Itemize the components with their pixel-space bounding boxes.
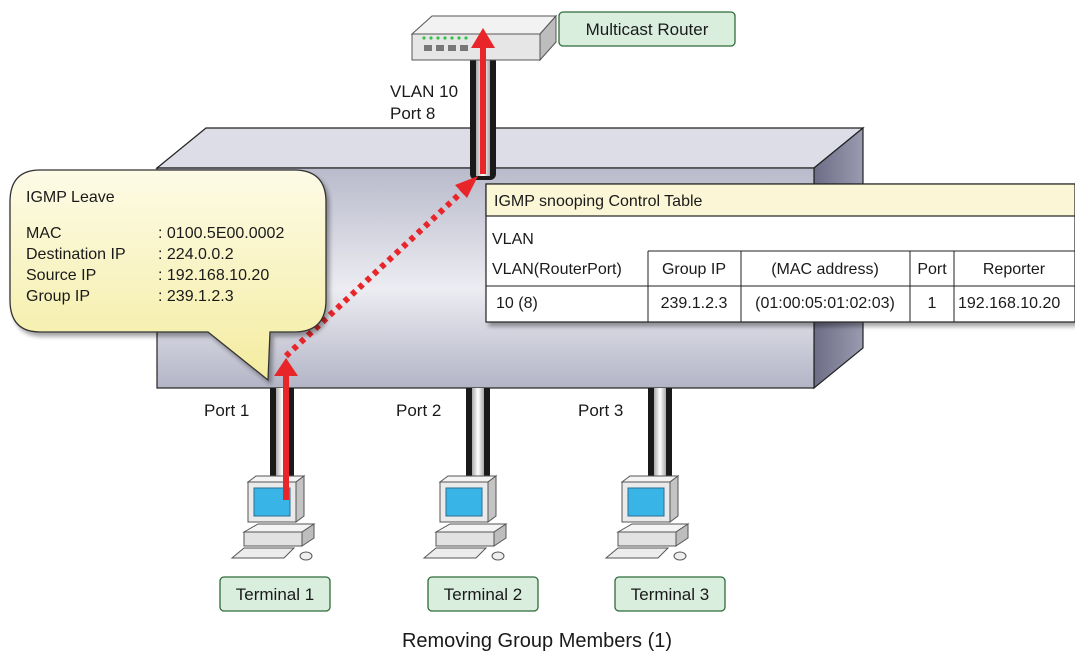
cell-group-ip: 239.1.2.3 — [661, 295, 728, 312]
terminal-3-computer-icon — [604, 475, 690, 561]
figure-caption: Removing Group Members (1) — [402, 630, 672, 652]
arrow-head-router-icon — [471, 28, 495, 48]
col-header-vlan-routerport: VLAN(RouterPort) — [492, 261, 622, 278]
terminal-2-computer-icon — [422, 475, 508, 561]
multicast-router-label: Multicast Router — [558, 11, 736, 47]
terminal-1-cable — [270, 388, 294, 488]
table-vlan-header: VLAN — [492, 231, 534, 248]
table-title-bar — [485, 183, 1075, 217]
svg-text:Terminal 3: Terminal 3 — [631, 585, 709, 604]
col-header-group-ip: Group IP — [662, 261, 726, 278]
col-header-reporter: Reporter — [983, 261, 1046, 278]
terminal-1-label: Terminal 1 — [219, 576, 331, 612]
bubble-key-group-ip: Group IP — [26, 288, 90, 305]
bubble-value-source-ip: : 192.168.10.20 — [158, 267, 269, 284]
arrow-head-up-icon — [274, 358, 298, 376]
svg-text:Terminal 1: Terminal 1 — [236, 585, 314, 604]
col-header-port: Port — [917, 261, 947, 278]
arrow-head-diagonal-icon — [455, 176, 478, 198]
igmp-leave-bubble: IGMP Leave MAC : 0100.5E00.0002 Destinat… — [9, 169, 327, 382]
cell-reporter: 192.168.10.20 — [958, 295, 1060, 312]
terminal-2-cable — [466, 388, 490, 488]
port-2-label: Port 2 — [396, 401, 441, 420]
bubble-value-group-ip: : 239.1.2.3 — [158, 288, 234, 305]
table-title: IGMP snooping Control Table — [494, 193, 703, 210]
igmp-snooping-table: IGMP snooping Control Table VLAN VLAN(Ro… — [485, 183, 1075, 323]
port-3-label: Port 3 — [578, 401, 623, 420]
bubble-value-destination-ip: : 224.0.0.2 — [158, 246, 234, 263]
router-port-label: Port 8 — [390, 104, 435, 123]
switch-top-face — [155, 127, 865, 169]
terminal-2-label: Terminal 2 — [427, 576, 539, 612]
cell-vlan-routerport: 10 (8) — [496, 295, 538, 312]
terminal-3-cable — [648, 388, 672, 488]
port-1-label: Port 1 — [204, 401, 249, 420]
cell-mac-address: (01:00:05:01:02:03) — [755, 295, 895, 312]
bubble-key-source-ip: Source IP — [26, 267, 96, 284]
bubble-key-destination-ip: Destination IP — [26, 246, 126, 263]
router-vlan-label: VLAN 10 — [390, 82, 458, 101]
terminal-1-computer-icon — [230, 475, 316, 561]
bubble-title: IGMP Leave — [26, 189, 115, 206]
svg-text:Multicast Router: Multicast Router — [586, 20, 709, 39]
col-header-mac-address: (MAC address) — [771, 261, 879, 278]
terminal-3-label: Terminal 3 — [614, 576, 726, 612]
svg-text:Terminal 2: Terminal 2 — [444, 585, 522, 604]
bubble-value-mac: : 0100.5E00.0002 — [158, 225, 284, 242]
cell-port: 1 — [928, 295, 937, 312]
bubble-key-mac: MAC — [26, 225, 62, 242]
